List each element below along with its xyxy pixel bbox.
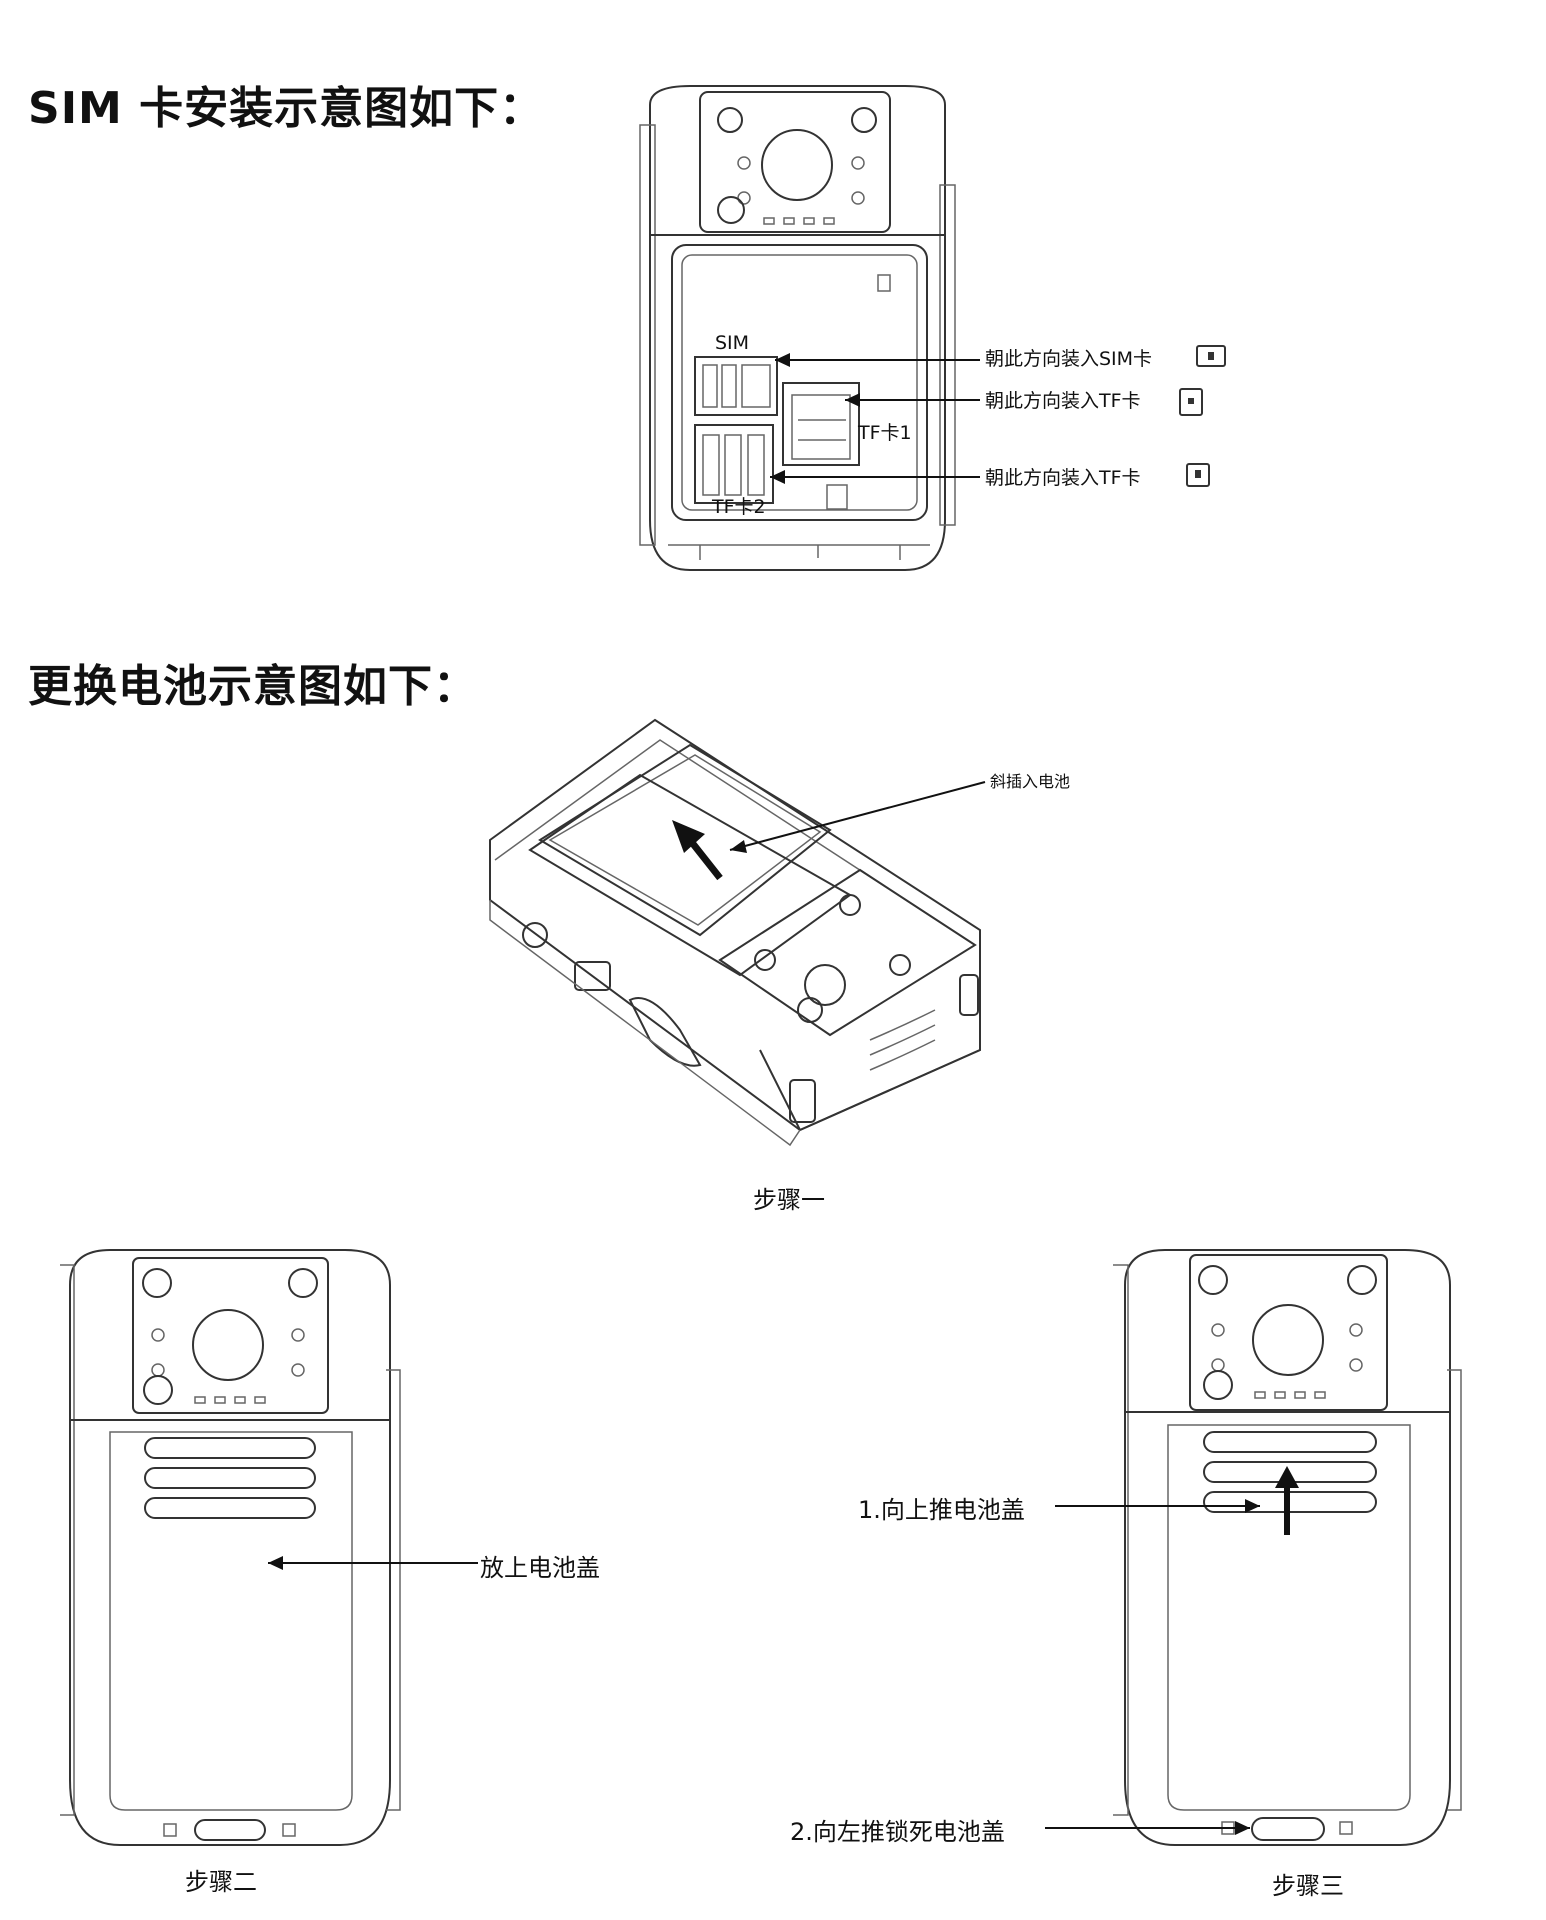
device-sim-view (639, 85, 956, 571)
device-step3 (1113, 1249, 1462, 1846)
callout-install-sim: 朝此方向装入SIM卡 (985, 348, 1153, 370)
step1-callout: 斜插入电池 (990, 772, 1071, 791)
step3-caption: 步骤三 (1272, 1872, 1344, 1900)
card-icons (1179, 345, 1226, 487)
sim-slot-label: SIM (715, 332, 750, 354)
step1-caption: 步骤一 (753, 1186, 825, 1214)
callout-install-tf1: 朝此方向装入TF卡 (985, 390, 1141, 412)
tf2-slot-label: TF卡2 (712, 496, 766, 518)
callout-install-tf2: 朝此方向装入TF卡 (985, 467, 1141, 489)
tf1-slot-label: TF卡1 (858, 422, 912, 444)
step3-callout-arrows (1045, 1499, 1260, 1835)
device-battery-insert (489, 718, 981, 1147)
step3-callout-lock: 2.向左推锁死电池盖 (790, 1818, 1005, 1846)
sim-callout-arrows (770, 353, 980, 484)
step1-callout-arrow (729, 781, 986, 853)
step2-callout-arrow (268, 1556, 478, 1570)
step3-callout-push-up: 1.向上推电池盖 (858, 1496, 1025, 1524)
step2-callout: 放上电池盖 (480, 1554, 600, 1582)
sim-install-heading: SIM 卡安装示意图如下： (28, 83, 545, 134)
device-step2 (60, 1249, 401, 1846)
battery-replace-heading: 更换电池示意图如下： (28, 661, 478, 712)
step2-caption: 步骤二 (185, 1868, 257, 1896)
